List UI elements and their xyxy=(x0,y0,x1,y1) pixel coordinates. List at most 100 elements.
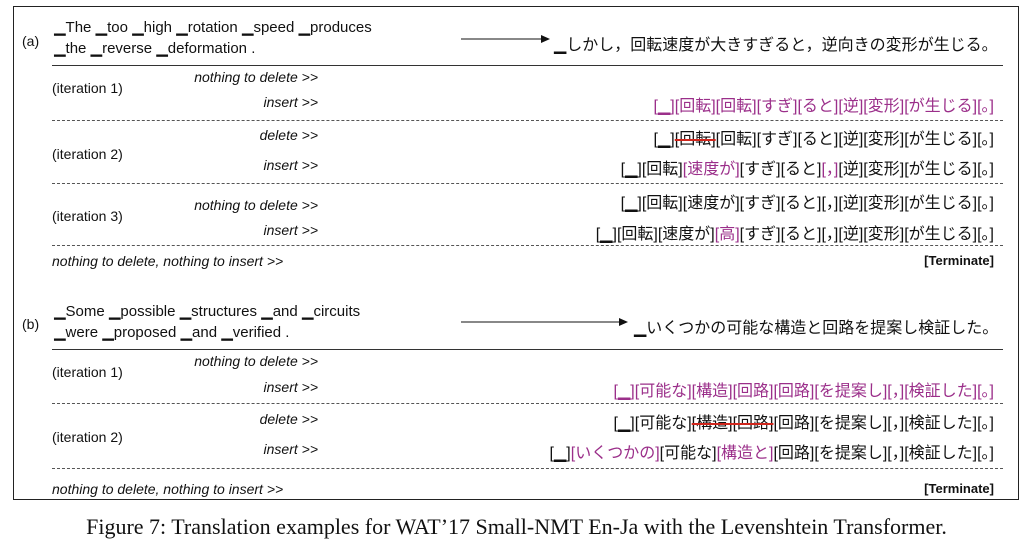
token: [。] xyxy=(977,195,994,212)
token: [回転] xyxy=(616,226,658,243)
token: [回路] xyxy=(773,383,815,400)
a-iter1-op2: insert >> xyxy=(263,94,318,110)
a-iter2-op2: insert >> xyxy=(263,157,318,173)
token: [▁] xyxy=(613,383,635,400)
token: [，] xyxy=(821,226,839,243)
token: [，] xyxy=(887,445,905,462)
token: [可能な] xyxy=(659,445,717,462)
b-iter2-op1: delete >> xyxy=(259,411,318,427)
panel-a-source: ▁The ▁too ▁high ▁rotation ▁speed ▁produc… xyxy=(54,17,372,59)
token: [回路] xyxy=(732,415,774,432)
a-iter2-insert-seq: [▁][回転][速度が][すぎ][ると][，][逆][変形][が生じる][。] xyxy=(621,155,994,179)
panel-a-divider xyxy=(52,65,1003,66)
a-end-text: nothing to delete, nothing to insert >> xyxy=(52,253,284,269)
a-iter3-label: (iteration 3) xyxy=(52,208,123,224)
token: [構造] xyxy=(691,383,733,400)
panel-b-source-line2: ▁were ▁proposed ▁and ▁verified . xyxy=(54,324,290,341)
token: [。] xyxy=(977,226,994,243)
a-iter3-insert-seq: [▁][回転][速度が][高][すぎ][ると][，][逆][変形][が生じる][… xyxy=(596,220,994,244)
token: [が生じる] xyxy=(904,131,978,148)
token: [回転] xyxy=(641,195,683,212)
token: [可能な] xyxy=(634,415,692,432)
figure-caption: Figure 7: Translation examples for WAT’1… xyxy=(86,514,947,539)
token: [逆] xyxy=(838,98,864,115)
token: [，] xyxy=(887,383,905,400)
a-divider-1 xyxy=(52,120,1003,121)
token: [回転] xyxy=(715,131,757,148)
token: [変形] xyxy=(863,98,905,115)
token: [すぎ] xyxy=(739,161,781,178)
token: [すぎ] xyxy=(756,131,798,148)
panel-a-arrow-icon xyxy=(461,35,550,43)
token: [ると] xyxy=(780,161,822,178)
a-divider-2 xyxy=(52,183,1003,184)
a-iter3-op1: nothing to delete >> xyxy=(194,197,318,213)
a-divider-3 xyxy=(52,245,1003,246)
token: [速度が] xyxy=(682,195,740,212)
token: [回路] xyxy=(773,415,815,432)
token: [逆] xyxy=(838,226,864,243)
token: [，] xyxy=(821,161,839,178)
figure-frame: (a) ▁The ▁too ▁high ▁rotation ▁speed ▁pr… xyxy=(13,6,1019,500)
a-iter2-label: (iteration 2) xyxy=(52,146,123,162)
b-iter2-insert-seq: [▁][いくつかの][可能な][構造と][回路][を提案し][，][検証した][… xyxy=(550,439,994,463)
token: [回路] xyxy=(773,445,815,462)
token: [回転] xyxy=(674,131,716,148)
a-iter3-delete-seq: [▁][回転][速度が][すぎ][ると][，][逆][変形][が生じる][。] xyxy=(621,189,994,213)
token: [構造] xyxy=(691,415,733,432)
token: [。] xyxy=(977,415,994,432)
panel-b-divider xyxy=(52,349,1003,350)
token: [を提案し] xyxy=(814,415,888,432)
token: [が生じる] xyxy=(904,98,978,115)
a-iter3-op2: insert >> xyxy=(263,222,318,238)
a-terminate-label: [Terminate] xyxy=(924,253,994,268)
token: [。] xyxy=(977,383,994,400)
token: [変形] xyxy=(863,195,905,212)
token: [ると] xyxy=(780,195,822,212)
panel-b-label: (b) xyxy=(22,316,40,332)
token: [を提案し] xyxy=(814,383,888,400)
panel-b-source: ▁Some ▁possible ▁structures ▁and ▁circui… xyxy=(54,301,360,343)
token: [，] xyxy=(821,195,839,212)
token: [が生じる] xyxy=(904,226,978,243)
token: [変形] xyxy=(863,131,905,148)
token: [▁] xyxy=(595,226,617,243)
token: [逆] xyxy=(838,195,864,212)
token: [回転] xyxy=(715,98,757,115)
token: [構造と] xyxy=(716,445,774,462)
token: [▁] xyxy=(653,131,675,148)
token: [高] xyxy=(714,226,740,243)
token: [が生じる] xyxy=(904,195,978,212)
b-iter1-label: (iteration 1) xyxy=(52,364,123,380)
token: [が生じる] xyxy=(904,161,978,178)
token: [▁] xyxy=(620,195,642,212)
token: [▁] xyxy=(613,415,635,432)
b-iter1-op1: nothing to delete >> xyxy=(194,353,318,369)
token: [を提案し] xyxy=(814,445,888,462)
panel-a-source-line1: ▁The ▁too ▁high ▁rotation ▁speed ▁produc… xyxy=(54,19,372,36)
token: [▁] xyxy=(653,98,675,115)
a-iter2-op1: delete >> xyxy=(259,127,318,143)
token: [検証した] xyxy=(904,445,978,462)
token: [回転] xyxy=(674,98,716,115)
token: [。] xyxy=(977,445,994,462)
token: [回転] xyxy=(641,161,683,178)
a-iter1-insert-seq: [▁][回転][回転][すぎ][ると][逆][変形][が生じる][。] xyxy=(654,92,994,116)
a-iter2-delete-seq: [▁][回転][回転][すぎ][ると][逆][変形][が生じる][。] xyxy=(654,125,994,149)
token: [逆] xyxy=(838,161,864,178)
token: [可能な] xyxy=(634,383,692,400)
token: [ると] xyxy=(797,131,839,148)
b-end-text: nothing to delete, nothing to insert >> xyxy=(52,481,284,497)
token: [変形] xyxy=(863,226,905,243)
token: [。] xyxy=(977,131,994,148)
panel-a-label: (a) xyxy=(22,33,40,49)
token: [▁] xyxy=(549,445,571,462)
a-iter1-label: (iteration 1) xyxy=(52,80,123,96)
b-iter1-op2: insert >> xyxy=(263,379,318,395)
token: [ると] xyxy=(797,98,839,115)
b-iter2-delete-seq: [▁][可能な][構造][回路][回路][を提案し][，][検証した][。] xyxy=(614,409,994,433)
token: [いくつかの] xyxy=(570,445,660,462)
token: [逆] xyxy=(838,131,864,148)
b-iter1-insert-seq: [▁][可能な][構造][回路][回路][を提案し][，][検証した][。] xyxy=(614,377,994,401)
b-divider-2 xyxy=(52,468,1003,469)
